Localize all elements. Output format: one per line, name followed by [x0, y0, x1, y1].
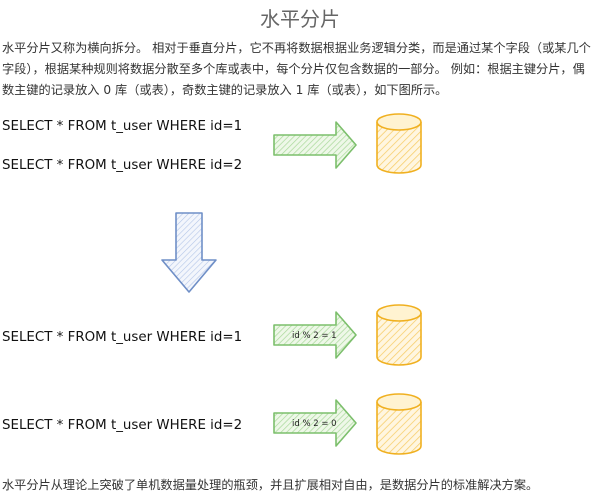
split-down-arrow-icon	[161, 212, 217, 293]
page-title: 水平分片	[260, 7, 340, 31]
database-icon	[376, 113, 422, 174]
sql-query-id-1-sharded: SELECT * FROM t_user WHERE id=1	[2, 330, 242, 345]
intro-paragraph: 水平分片又称为横向拆分。 相对于垂直分片，它不再将数据根据业务逻辑分类，而是通过…	[2, 41, 591, 97]
shard-1-routing-arrow-icon	[273, 311, 357, 359]
sql-query-id-1: SELECT * FROM t_user WHERE id=1	[2, 119, 242, 134]
routing-arrow-icon	[273, 121, 357, 169]
shard-0-condition-label: id % 2 = 0	[292, 419, 337, 429]
shard-0-row: SELECT * FROM t_user WHERE id=2 id % 2 =…	[2, 393, 422, 455]
shard-0-database-icon	[376, 393, 422, 455]
sql-query-id-2-sharded: SELECT * FROM t_user WHERE id=2	[2, 418, 242, 433]
shard-1-database-icon	[376, 304, 422, 366]
shard-0-routing-arrow-icon	[273, 399, 357, 447]
sql-query-id-2: SELECT * FROM t_user WHERE id=2	[2, 158, 242, 173]
unsharded-section: SELECT * FROM t_user WHERE id=1 SELECT *…	[2, 113, 422, 174]
shard-1-condition-label: id % 2 = 1	[292, 331, 337, 341]
shard-1-row: SELECT * FROM t_user WHERE id=1 id % 2 =…	[2, 304, 422, 366]
summary-paragraph: 水平分片从理论上突破了单机数据量处理的瓶颈，并且扩展相对自由，是数据分片的标准解…	[2, 478, 539, 492]
